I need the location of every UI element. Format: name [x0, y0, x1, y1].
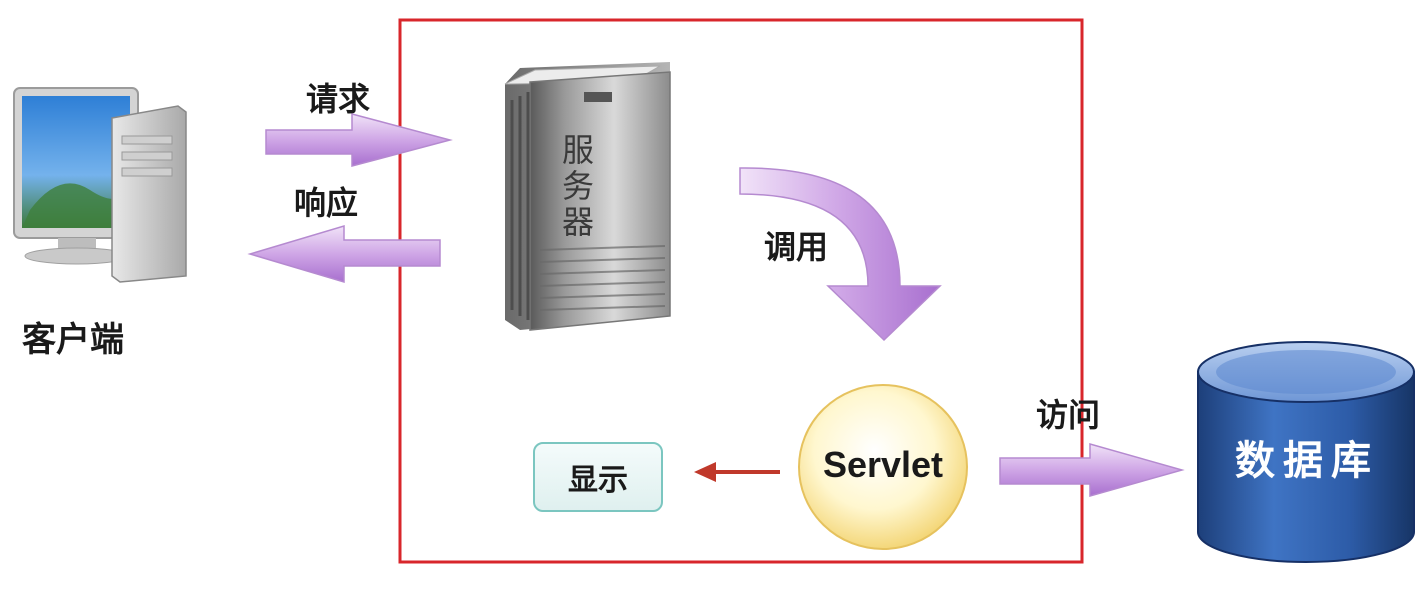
display-arrow	[694, 462, 780, 482]
response-arrow	[247, 224, 441, 284]
access-label: 访问	[1036, 396, 1101, 434]
servlet-label: Servlet	[822, 444, 944, 485]
response-label: 响应	[294, 184, 359, 222]
database-label: 数据库	[1235, 438, 1379, 484]
request-label: 请求	[306, 80, 371, 118]
access-arrow	[999, 443, 1185, 497]
server-icon	[504, 62, 671, 331]
display-box: 显示	[533, 442, 663, 512]
request-arrow	[265, 113, 453, 167]
server-container	[398, 18, 1084, 564]
client-label: 客户端	[22, 320, 124, 360]
invoke-arrow	[739, 167, 942, 342]
servlet-node	[798, 384, 968, 550]
display-label: 显示	[568, 463, 628, 498]
invoke-label: 调用	[764, 228, 829, 266]
database-icon	[1197, 341, 1415, 563]
client-computer-icon	[13, 87, 187, 283]
server-label: 服务器	[561, 131, 594, 241]
